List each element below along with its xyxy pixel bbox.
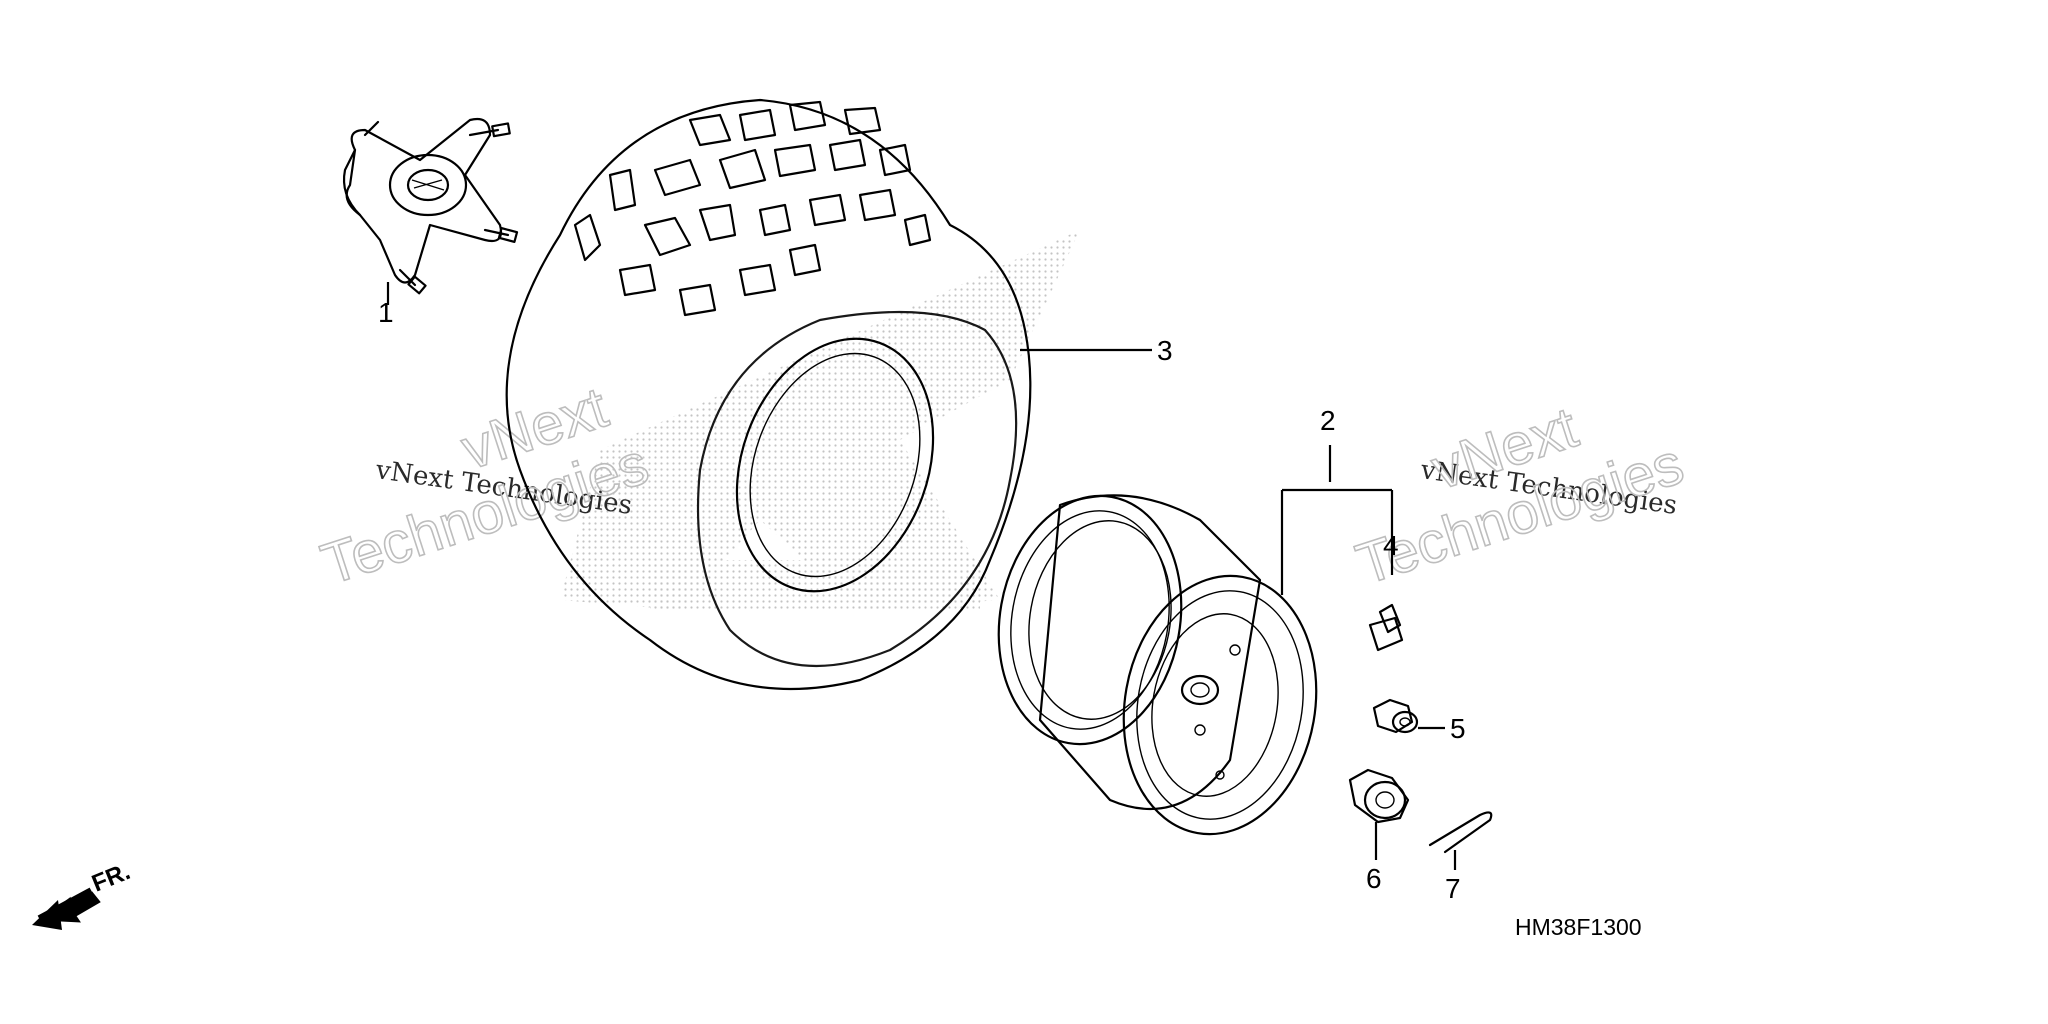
diagram-code: HM38F1300	[1515, 914, 1642, 940]
callout-6: 6	[1366, 863, 1382, 894]
front-arrow: FR.	[32, 858, 134, 930]
cotter-pin-part	[1428, 811, 1493, 854]
castle-nut-part	[1348, 768, 1410, 824]
callout-5: 5	[1450, 713, 1466, 744]
callout-2: 2	[1320, 405, 1336, 436]
leader-lines	[386, 282, 1457, 870]
watermark-right: vNext Technologies vNext Technologies	[1348, 394, 1692, 598]
hub-part	[342, 117, 519, 295]
nut-part	[1372, 698, 1419, 734]
rim-part	[997, 494, 1318, 836]
callout-7: 7	[1445, 873, 1461, 904]
callout-4: 4	[1383, 530, 1399, 561]
tire-part	[505, 98, 1032, 691]
callout-1: 1	[378, 297, 394, 328]
front-label: FR.	[88, 858, 134, 898]
callout-labels: 1 2 3 4 5 6 7	[378, 297, 1466, 904]
watermark-logo	[560, 230, 1080, 610]
callout-3: 3	[1157, 335, 1173, 366]
valve-part	[1368, 603, 1404, 652]
